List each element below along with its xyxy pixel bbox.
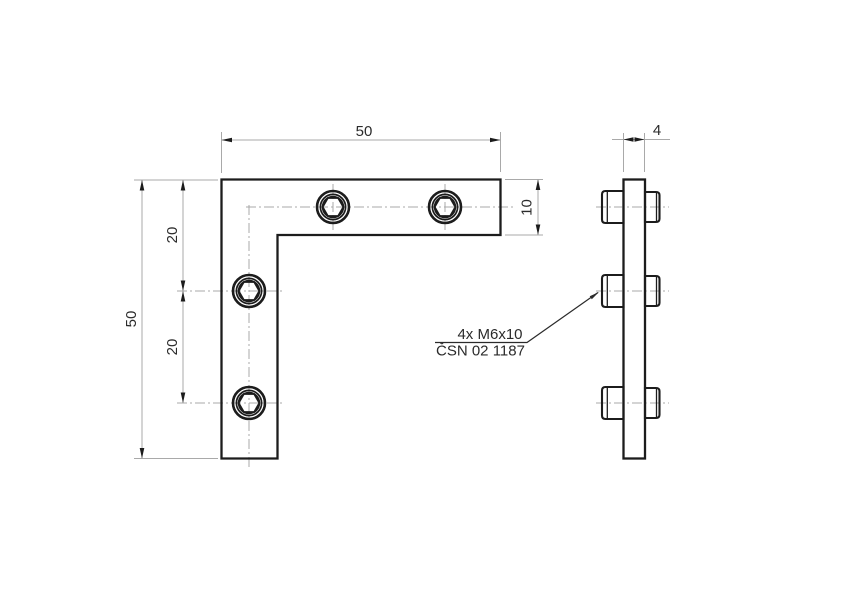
side-view [594, 178, 671, 460]
arrowhead-right [490, 137, 501, 143]
arrowhead-bottom [180, 392, 186, 403]
front-view [177, 178, 514, 470]
leader-arrowhead [589, 292, 599, 300]
dimension-value: 10 [519, 199, 536, 216]
dimension-value: 50 [123, 311, 140, 328]
dimension-hole-spacing-upper: 20 [164, 180, 186, 291]
dimension-hole-spacing-lower: 20 [164, 291, 186, 403]
dimension-value: 4 [653, 122, 661, 139]
socket-screw-side-2 [594, 273, 671, 309]
arrowhead-bottom [535, 224, 541, 235]
arrowhead-top [180, 291, 186, 302]
arrowhead-top [139, 180, 145, 191]
arrowhead-bottom [139, 448, 145, 459]
dimension-top-width: 50 [221, 123, 501, 173]
arrowhead-left [221, 137, 232, 143]
leader-annotation: 4x M6x10 ČSN 02 1187 [435, 292, 599, 360]
socket-screw-side-3 [594, 385, 671, 421]
socket-screw-side-1 [594, 189, 671, 225]
arrowhead-top [535, 179, 541, 190]
dimension-plate-thickness: 4 [612, 122, 670, 172]
bracket-outline [220, 178, 502, 460]
dimension-left-height: 50 [123, 179, 218, 459]
dimension-value: 20 [164, 339, 181, 356]
dimension-value: 20 [164, 227, 181, 244]
arrowhead-bottom [180, 280, 186, 291]
annotation-screw-spec: 4x M6x10 [457, 326, 522, 343]
annotation-standard-number: ČSN 02 1187 [436, 343, 525, 360]
arrowhead-right [634, 137, 645, 142]
arrowhead-left [623, 137, 634, 142]
leader-line [435, 292, 599, 344]
dimension-value: 50 [356, 123, 373, 140]
plate-outline [622, 178, 647, 460]
dimension-arm-thickness: 10 [505, 179, 543, 236]
arrowhead-top [180, 180, 186, 191]
